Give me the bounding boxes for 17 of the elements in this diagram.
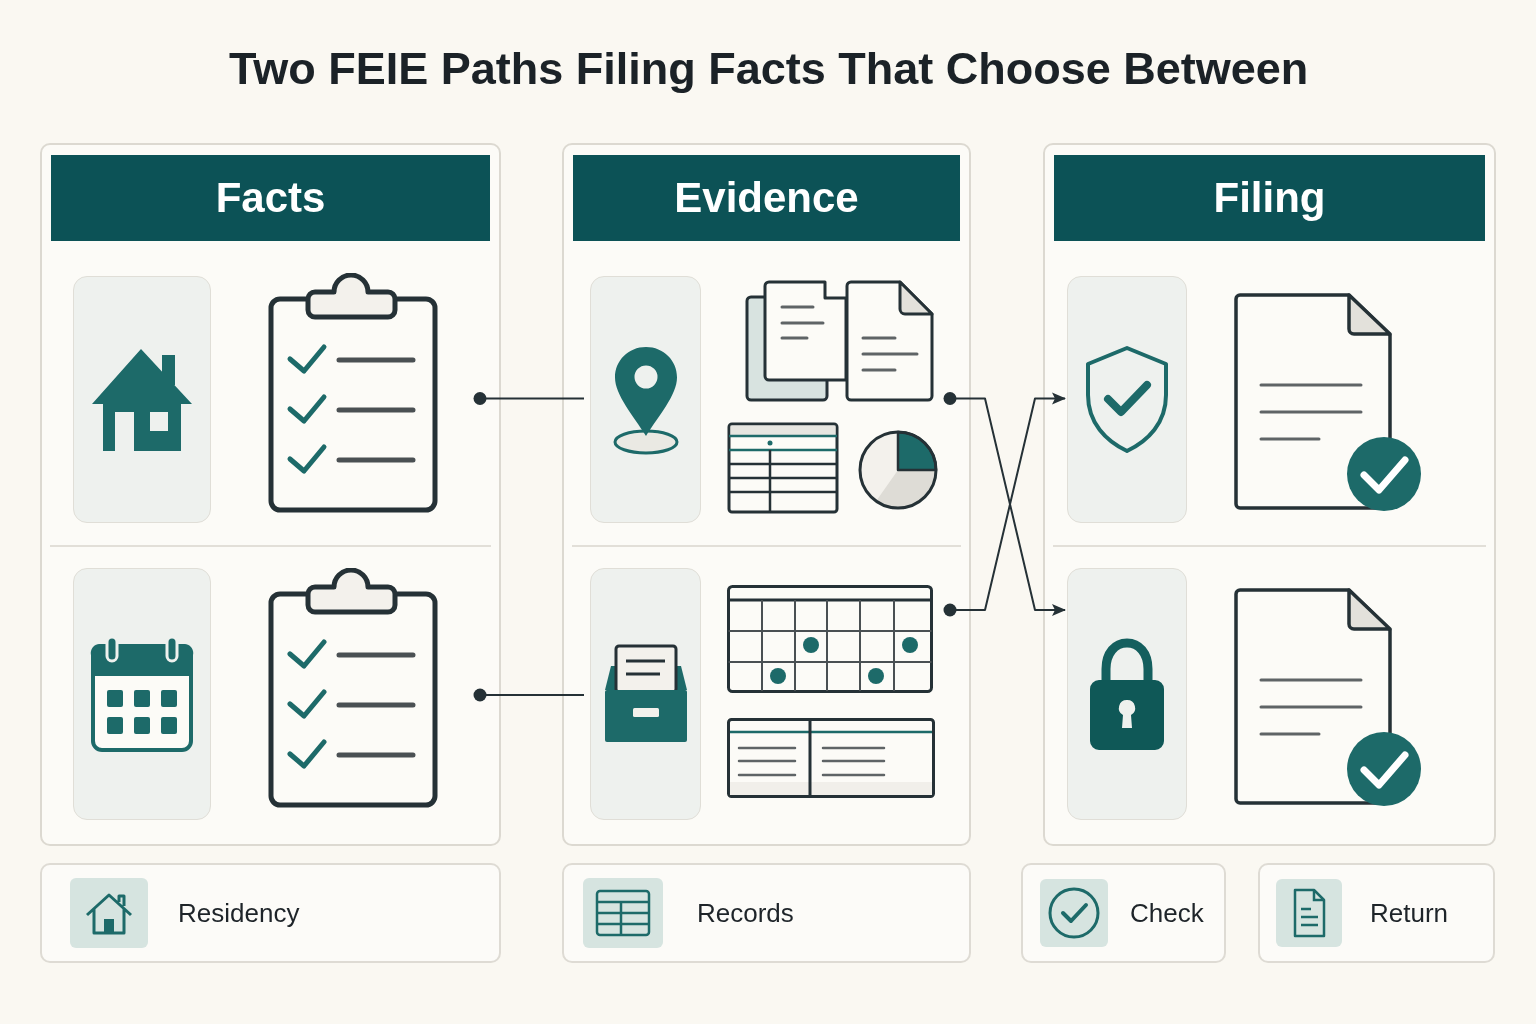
column-panel [562, 143, 971, 846]
label-card [1021, 863, 1226, 963]
card-label: Residency [178, 898, 300, 928]
label-card [1258, 863, 1495, 963]
card-label: Return [1370, 898, 1449, 928]
label-card [562, 863, 971, 963]
card-label: Records [697, 898, 794, 928]
connector-line [473, 688, 585, 702]
column-panel [40, 143, 501, 846]
label-card [40, 863, 501, 963]
panel-heading: Evidence [573, 155, 960, 241]
diagram-title: Two FEIE Paths Filing Facts That Choose Between [229, 42, 1309, 96]
card-label: Check [1130, 898, 1204, 928]
column-panel [1043, 143, 1496, 846]
panel-heading: Facts [51, 155, 490, 241]
panel-heading: Filing [1054, 155, 1485, 241]
connector-line [473, 392, 585, 405]
